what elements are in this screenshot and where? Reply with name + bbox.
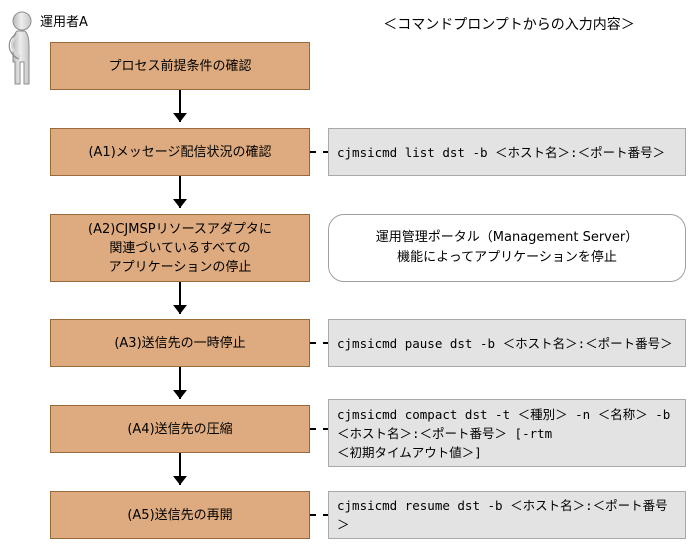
command-line: ＜ホスト名＞:＜ポート番号＞ [-rtm [337, 425, 553, 441]
right-column-title: ＜コマンドプロンプトからの入力内容＞ [383, 17, 635, 33]
flow-connector-5 [179, 453, 181, 485]
command-line: ＜初期タイムアウト値＞] [337, 444, 482, 460]
process-box-a1[interactable]: (A1)メッセージ配信状況の確認 [50, 128, 310, 176]
flow-arrowhead-5 [173, 476, 187, 485]
flow-connector-1 [179, 90, 181, 122]
note-box-a2[interactable]: 運用管理ポータル（Management Server） 機能によってアプリケーシ… [328, 214, 686, 282]
process-label-line: (A2)CJMSPリソースアダプタに [88, 221, 272, 237]
command-line: cjmsicmd resume dst -b ＜ホスト名＞:＜ポート番号＞ [337, 498, 668, 532]
actor-label: 運用者A [40, 15, 88, 30]
dashed-connector-a4 [310, 428, 329, 430]
command-line: cjmsicmd list dst -b ＜ホスト名＞:＜ポート番号＞ [337, 144, 666, 160]
process-label-line: 関連づいているすべての [109, 240, 251, 256]
process-label-line: プロセス前提条件の確認 [108, 58, 252, 74]
process-box-a2[interactable]: (A2)CJMSPリソースアダプタに 関連づいているすべての アプリケーションの… [50, 214, 310, 282]
process-box-a5[interactable]: (A5)送信先の再開 [50, 491, 310, 539]
command-box-a5[interactable]: cjmsicmd resume dst -b ＜ホスト名＞:＜ポート番号＞ [328, 491, 686, 539]
flow-connector-3 [179, 282, 181, 314]
process-box-precondition[interactable]: プロセス前提条件の確認 [50, 42, 310, 90]
command-line: cjmsicmd compact dst -t ＜種別＞ -n ＜名称＞ -b [337, 406, 671, 422]
flow-arrowhead-1 [173, 113, 187, 122]
command-box-a3[interactable]: cjmsicmd pause dst -b ＜ホスト名＞:＜ポート番号＞ [328, 319, 686, 367]
dashed-connector-a1 [310, 151, 329, 153]
person-actor-icon [4, 10, 40, 92]
process-label-line: (A4)送信先の圧縮 [127, 421, 233, 437]
process-box-a4[interactable]: (A4)送信先の圧縮 [50, 405, 310, 453]
process-label-line: (A5)送信先の再開 [127, 507, 233, 523]
command-box-a4[interactable]: cjmsicmd compact dst -t ＜種別＞ -n ＜名称＞ -b … [328, 399, 686, 467]
process-label-line: (A1)メッセージ配信状況の確認 [88, 144, 272, 160]
flow-arrowhead-2 [173, 199, 187, 208]
process-box-a3[interactable]: (A3)送信先の一時停止 [50, 319, 310, 367]
flow-arrowhead-4 [173, 390, 187, 399]
dashed-connector-a3 [310, 342, 329, 344]
note-line: 運用管理ポータル（Management Server） [375, 230, 639, 245]
flow-connector-2 [179, 176, 181, 208]
note-line: 機能によってアプリケーションを停止 [397, 250, 617, 265]
flow-connector-4 [179, 367, 181, 399]
process-label-line: (A3)送信先の一時停止 [114, 335, 246, 351]
flow-arrowhead-3 [173, 305, 187, 314]
command-box-a1[interactable]: cjmsicmd list dst -b ＜ホスト名＞:＜ポート番号＞ [328, 128, 686, 176]
dashed-connector-a5 [310, 514, 329, 516]
command-line: cjmsicmd pause dst -b ＜ホスト名＞:＜ポート番号＞ [337, 335, 673, 351]
process-label-line: アプリケーションの停止 [108, 259, 252, 275]
